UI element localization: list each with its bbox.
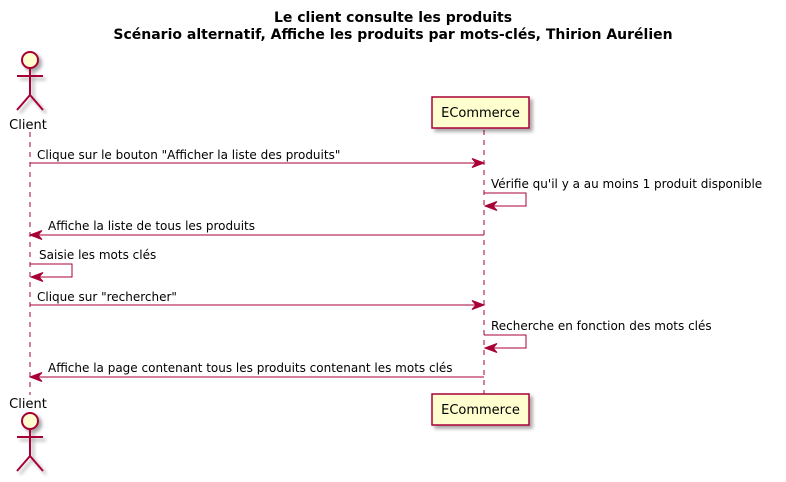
message-6-arrow bbox=[484, 334, 527, 349]
message-2-arrow bbox=[484, 192, 527, 207]
diagram-title-line2: Scénario alternatif, Affiche les produit… bbox=[113, 27, 672, 43]
message-6-arrowhead bbox=[483, 343, 498, 353]
message-4-label: Saisie les mots clés bbox=[39, 248, 156, 262]
message-6-label: Recherche en fonction des mots clés bbox=[491, 319, 712, 333]
actor-head bbox=[21, 51, 39, 69]
client-label-top: Client bbox=[9, 118, 47, 133]
message-5-arrowhead bbox=[471, 300, 486, 310]
actor-right-leg bbox=[29, 455, 44, 472]
message-4-arrowhead bbox=[29, 272, 44, 282]
actor-right-leg bbox=[29, 94, 44, 111]
message-7-arrowhead bbox=[28, 372, 43, 382]
client-label-bottom: Client bbox=[9, 397, 47, 412]
message-3-arrowhead bbox=[28, 230, 43, 240]
message-2-arrowhead bbox=[483, 201, 498, 211]
actor-left-leg bbox=[16, 94, 31, 111]
message-1-label: Clique sur le bouton "Afficher la liste … bbox=[37, 148, 340, 162]
actor-head bbox=[21, 412, 39, 430]
ecommerce-box-top bbox=[431, 96, 530, 129]
ecommerce-label-top: ECommerce bbox=[441, 106, 520, 121]
ecommerce-box-bottom bbox=[431, 393, 530, 426]
ecommerce-label-bottom: ECommerce bbox=[441, 403, 520, 418]
message-1-arrowhead bbox=[471, 158, 486, 168]
message-4-arrow bbox=[30, 263, 73, 278]
message-2-label: Vérifie qu'il y a au moins 1 produit dis… bbox=[491, 177, 762, 191]
message-3-label: Affiche la liste de tous les produits bbox=[48, 219, 255, 233]
actor-left-leg bbox=[16, 455, 31, 472]
diagram-title-line1: Le client consulte les produits bbox=[274, 10, 512, 26]
client-actor-bottom bbox=[16, 412, 44, 472]
message-5-label: Clique sur "rechercher" bbox=[37, 290, 177, 304]
client-actor-top bbox=[16, 51, 44, 111]
message-7-label: Affiche la page contenant tous les produ… bbox=[48, 361, 453, 375]
